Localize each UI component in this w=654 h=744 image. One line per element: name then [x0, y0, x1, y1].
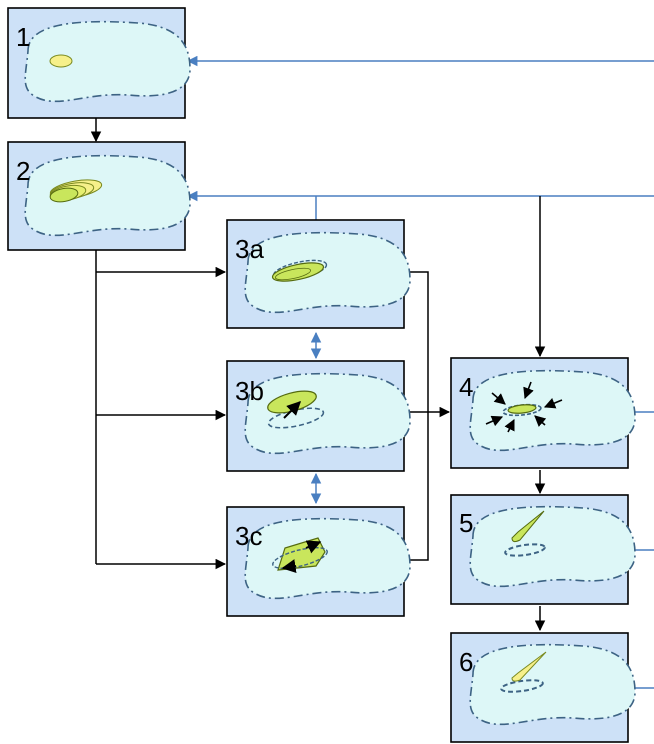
panel-4: 4 [450, 357, 636, 469]
panel-3b: 3b [226, 360, 411, 472]
panel-6: 6 [450, 632, 636, 743]
feature-ejecting [504, 510, 546, 557]
panel-1: 1 [7, 7, 191, 119]
panel-5: 5 [450, 494, 636, 605]
panel-label-6: 6 [459, 647, 473, 677]
feature-deformed [272, 537, 328, 574]
panel-label-3a: 3a [235, 234, 264, 264]
panel-2: 2 [7, 141, 191, 251]
panel-label-3c: 3c [235, 521, 262, 551]
panel-label-3b: 3b [235, 376, 264, 406]
merge-line-3c [405, 415, 429, 561]
feature-growing [49, 179, 103, 203]
feature-detached [267, 390, 325, 429]
panel-label-2: 2 [16, 156, 30, 186]
panel-label-5: 5 [459, 508, 473, 538]
merge-line-3a [405, 271, 429, 415]
panel-3a: 3a [226, 219, 411, 329]
panel-3c: 3c [226, 506, 411, 617]
feature-residual [500, 651, 547, 693]
feature-initial [49, 54, 73, 68]
panel-label-1: 1 [16, 22, 30, 52]
feature-stacked [271, 259, 328, 282]
panel-label-4: 4 [459, 372, 473, 402]
feature-contracting [485, 381, 563, 433]
